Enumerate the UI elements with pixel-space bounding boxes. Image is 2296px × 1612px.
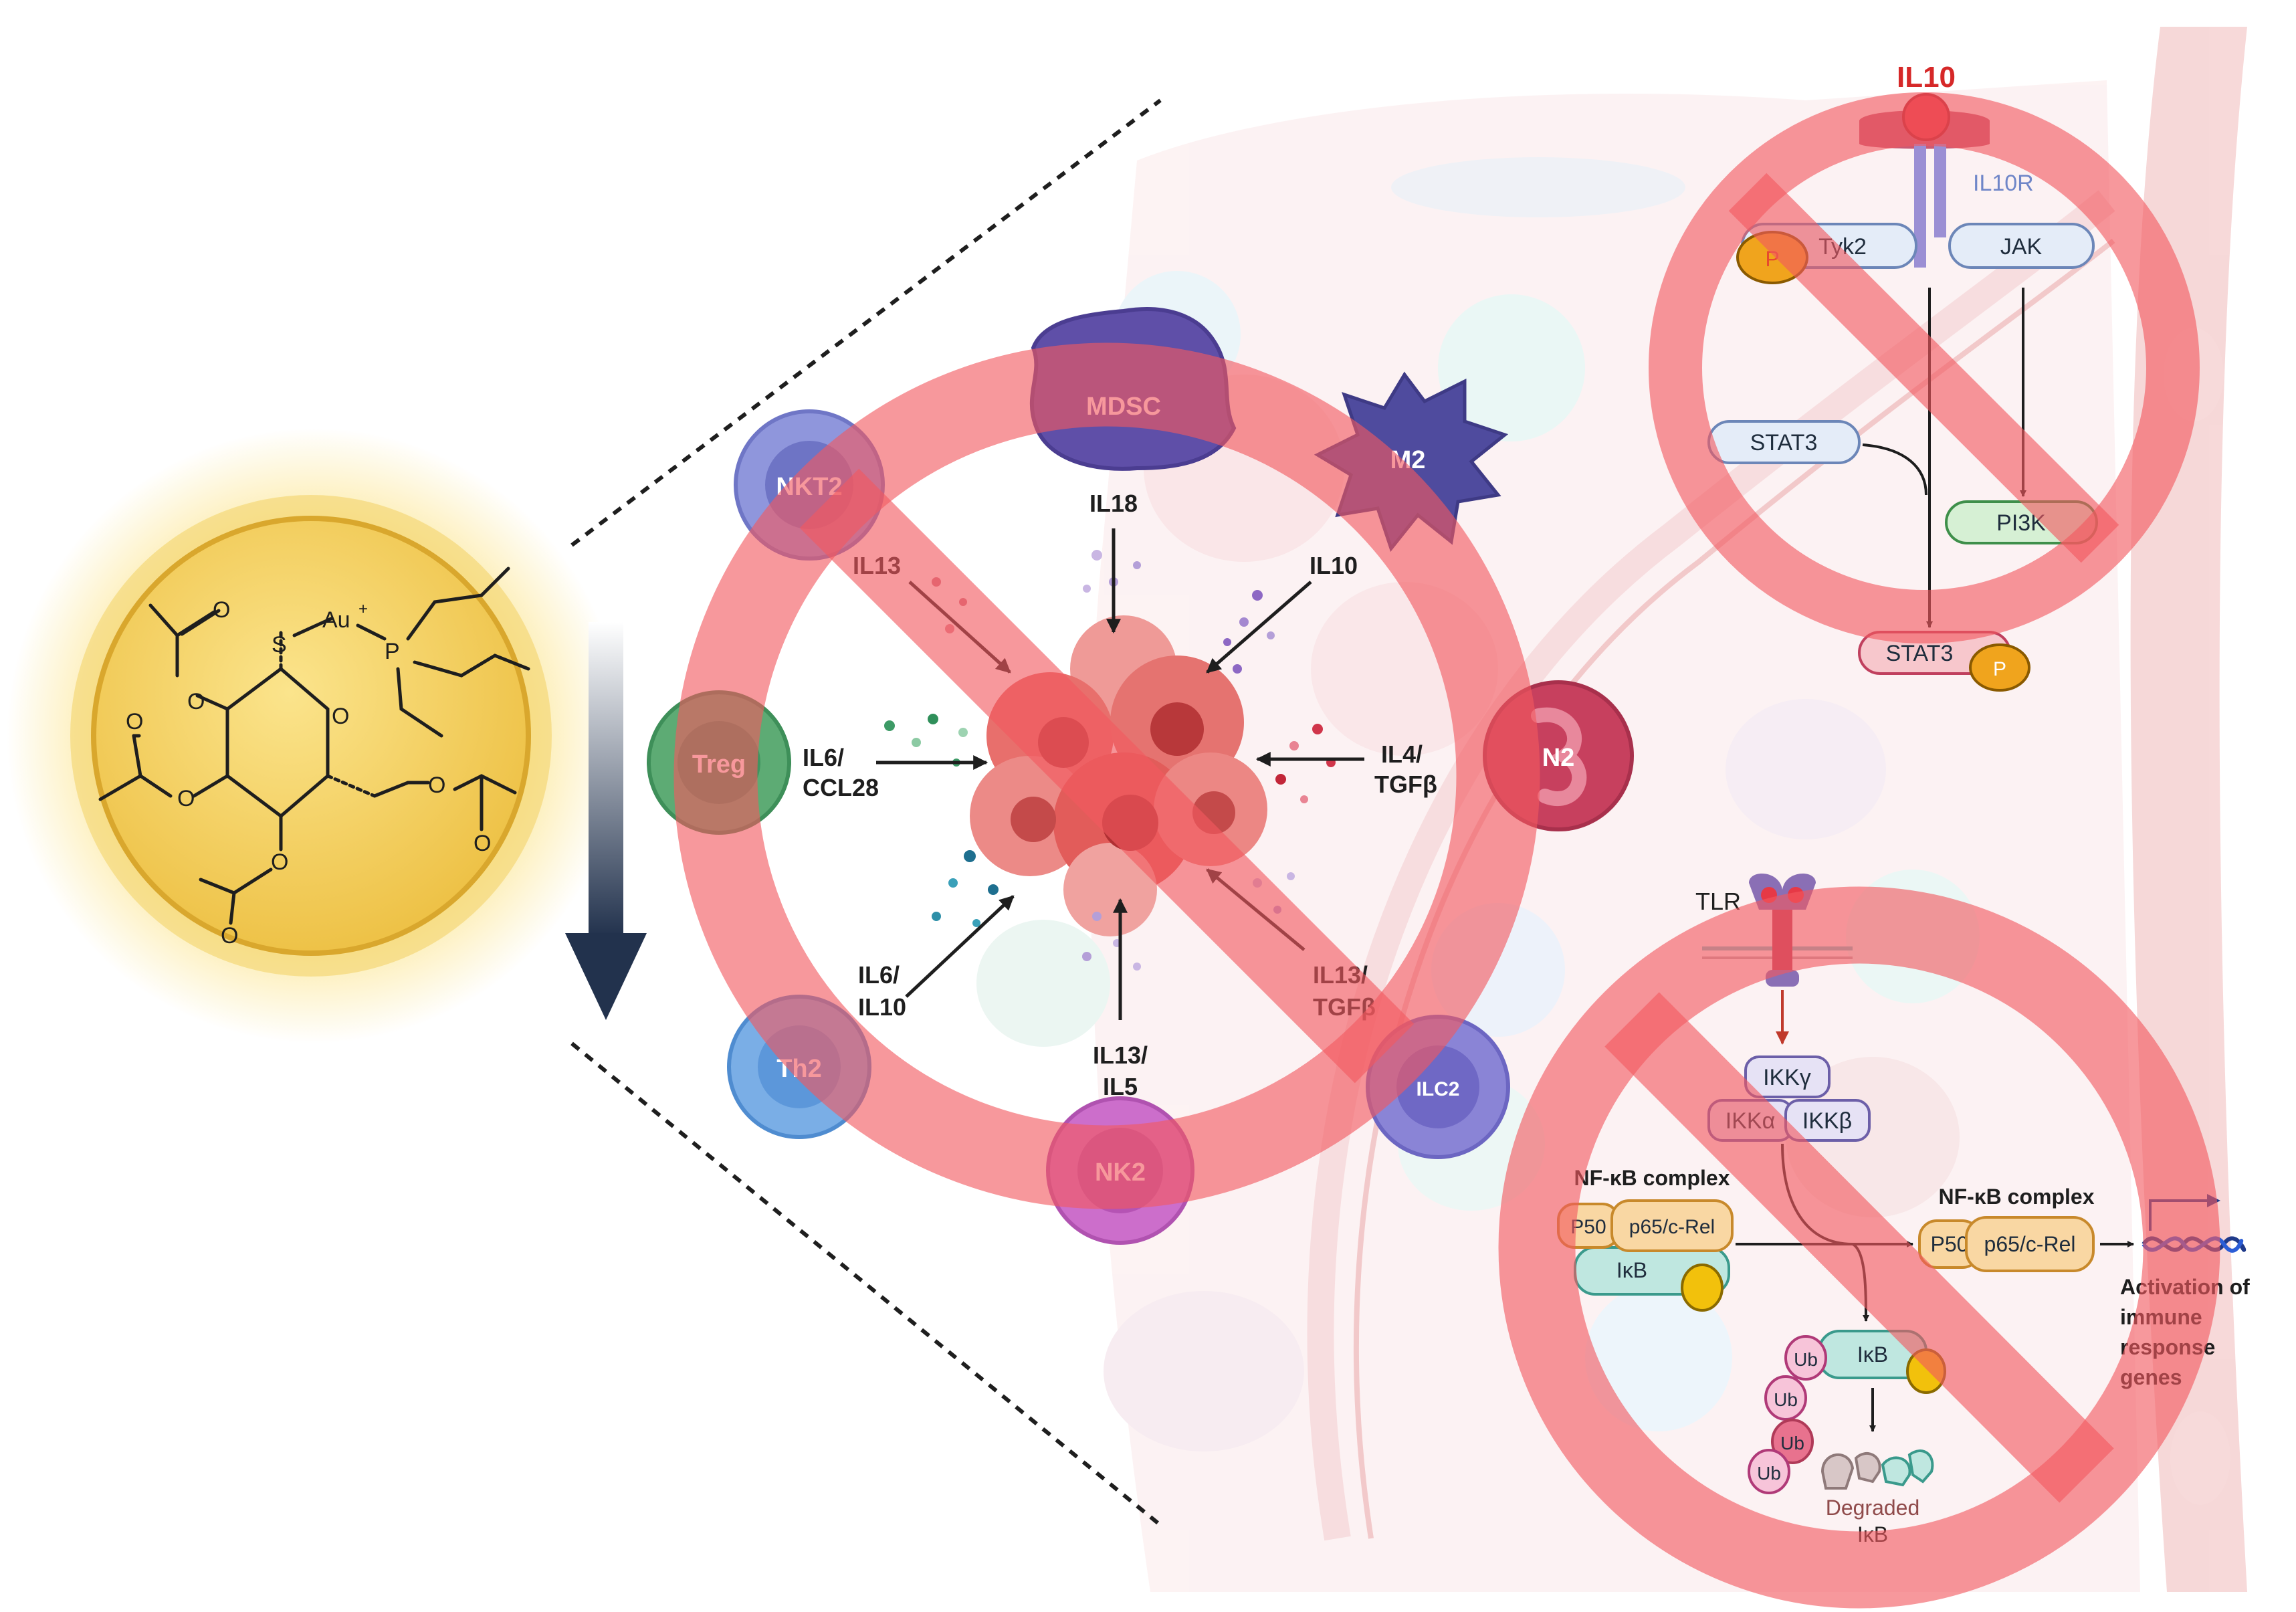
cell-n2-label: N2 — [1542, 744, 1575, 772]
stat3-phospho-label: P — [1993, 658, 2006, 680]
label-il18: IL18 — [1089, 490, 1138, 517]
ubiquitin-3-label: Ub — [1780, 1433, 1804, 1453]
nfkb-complex-title-left: NF-κB complex — [1574, 1166, 1730, 1190]
ubiquitin-1-label: Ub — [1794, 1349, 1818, 1370]
label-il6-ccl28-line1: IL6/ — [803, 744, 844, 771]
atom-oxygen-c4: O — [271, 849, 288, 875]
compound-disc — [94, 518, 528, 953]
atom-oxygen-carbonyl-3: O — [221, 923, 238, 948]
stat3-phos-label: STAT3 — [1886, 641, 1954, 666]
label-il13-il5-line1: IL13/ — [1093, 1041, 1148, 1069]
cell-ilc2-label: ILC2 — [1416, 1078, 1459, 1100]
ubiquitin-2-label: Ub — [1774, 1389, 1798, 1410]
label-il4-tgfb-line2: TGFβ — [1374, 771, 1437, 798]
il10r-chain-2 — [1934, 144, 1946, 237]
p50-label-right: P50 — [1931, 1232, 1969, 1256]
label-il6-il10-line2: IL10 — [858, 993, 906, 1021]
atom-oxygen-c3: O — [177, 786, 195, 811]
atom-oxygen-carbonyl-4: O — [474, 831, 491, 856]
label-il6-il10-line1: IL6/ — [858, 961, 900, 989]
ikk-gamma-label: IKKγ — [1763, 1065, 1811, 1090]
p65-label-right: p65/c-Rel — [1984, 1232, 2076, 1256]
label-il10: IL10 — [1310, 552, 1358, 579]
label-il6-ccl28-line2: CCL28 — [803, 774, 879, 801]
stat3-label: STAT3 — [1750, 430, 1818, 456]
nfkb-complex-title-right: NF-κB complex — [1939, 1185, 2095, 1209]
ikb-bound-label: IκB — [1616, 1258, 1647, 1282]
il10-ligand-label: IL10 — [1897, 61, 1956, 94]
label-il4-tgfb-line1: IL4/ — [1381, 740, 1423, 768]
ikb-bound-phospho-icon — [1682, 1265, 1722, 1310]
atom-oxygen-c6: O — [428, 773, 445, 798]
ubiquitin-4-label: Ub — [1757, 1463, 1781, 1484]
ikb-free-label: IκB — [1857, 1342, 1888, 1367]
atom-oxygen-carbonyl-2: O — [126, 709, 143, 734]
atom-sulfur: S — [272, 632, 287, 658]
ikk-beta-label: IKKβ — [1802, 1108, 1852, 1134]
atom-oxygen-carbonyl-1: O — [213, 597, 230, 623]
atom-oxygen-c2: O — [187, 689, 205, 714]
jak-label: JAK — [2000, 234, 2043, 260]
atom-gold: Au — [322, 607, 350, 633]
atom-charge: + — [358, 600, 368, 618]
il10r-label: IL10R — [1973, 171, 2034, 196]
label-il13-il5-line2: IL5 — [1103, 1073, 1138, 1100]
gold-compound: S Au + P O O O O O O O O O — [7, 428, 622, 1043]
p65-label-left: p65/c-Rel — [1629, 1216, 1715, 1238]
atom-ring-oxygen: O — [332, 704, 349, 729]
degraded-label-line-1: Degraded — [1826, 1496, 1920, 1520]
atom-phosphorus: P — [385, 639, 400, 664]
